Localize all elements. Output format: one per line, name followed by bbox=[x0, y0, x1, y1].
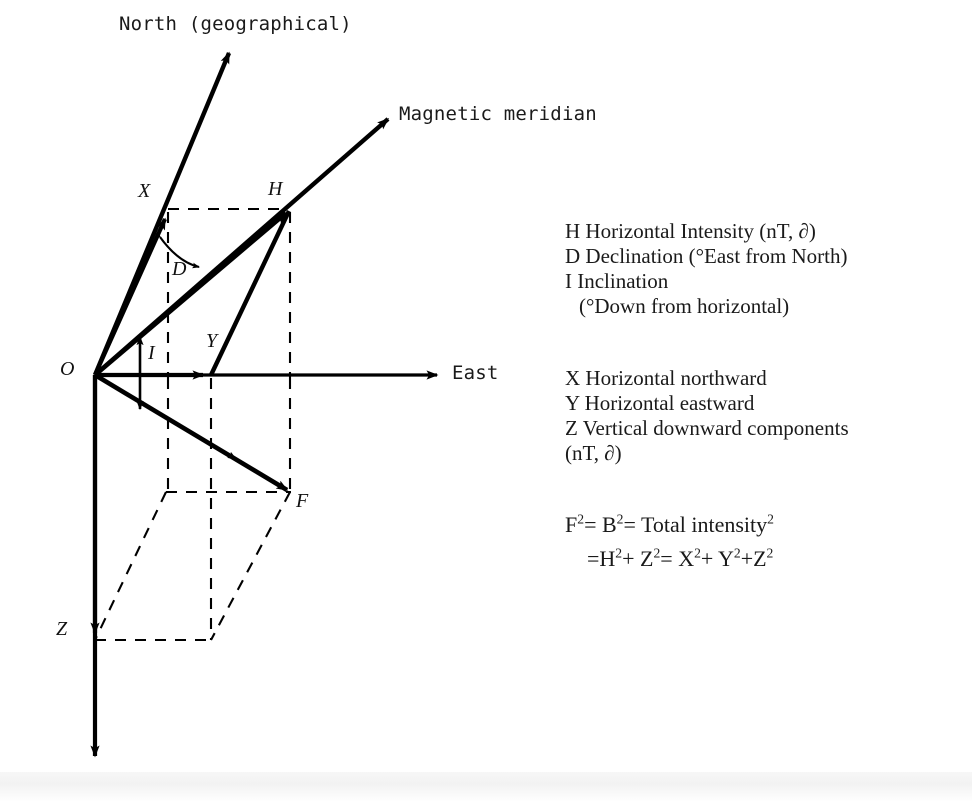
north-axis-label: North (geographical) bbox=[119, 13, 352, 35]
formula-eq-x: = X bbox=[660, 546, 695, 571]
magnetic-meridian-label: Magnetic meridian bbox=[399, 103, 597, 125]
formula-plus-z1: + Z bbox=[622, 546, 654, 571]
formula-eq-total: = Total intensity bbox=[623, 512, 768, 537]
legend-i-line: I Inclination bbox=[565, 269, 669, 293]
legend-h-line: H Horizontal Intensity (nT, ∂) bbox=[565, 219, 816, 243]
x-vector-label: X bbox=[138, 180, 151, 202]
legend-y-line: Y Horizontal eastward bbox=[565, 391, 755, 415]
h-horizontal-intensity-vector bbox=[93, 211, 288, 377]
legend-z-line: Z Vertical downward components bbox=[565, 416, 849, 440]
formula-x-exponent: 2 bbox=[694, 545, 701, 561]
total-intensity-formula: F2= B2= Total intensity2 =H2+ Z2= X2+ Y2… bbox=[565, 508, 774, 576]
declination-angle-arc bbox=[153, 229, 200, 269]
legend-intensity-block: H Horizontal Intensity (nT, ∂) D Declina… bbox=[565, 219, 848, 319]
legend-units-line: (nT, ∂) bbox=[565, 441, 622, 465]
f-total-intensity-vector bbox=[93, 373, 289, 492]
origin-label: O bbox=[60, 358, 75, 380]
formula-z1-exponent: 2 bbox=[653, 545, 661, 561]
h-vector-label: H bbox=[268, 178, 283, 200]
formula-total-exponent: 2 bbox=[767, 511, 774, 527]
formula-f: F bbox=[565, 512, 578, 537]
declination-label: D bbox=[172, 258, 187, 280]
east-axis-label: East bbox=[452, 362, 499, 384]
formula-eq-b: = B bbox=[584, 512, 617, 537]
formula-eq-h: =H bbox=[587, 546, 616, 571]
inclination-label: I bbox=[148, 342, 155, 364]
formula-z2-exponent: 2 bbox=[766, 545, 774, 561]
z-vector-label: Z bbox=[56, 618, 68, 640]
legend-components-block: X Horizontal northward Y Horizontal east… bbox=[565, 366, 849, 466]
formula-b-exponent: 2 bbox=[616, 511, 624, 527]
formula-f-exponent: 2 bbox=[577, 511, 585, 527]
formula-plus-y: + Y bbox=[700, 546, 734, 571]
formula-line-2: =H2+ Z2= X2+ Y2+Z2 bbox=[565, 542, 774, 576]
y-to-h-edge bbox=[209, 210, 291, 376]
legend-x-line: X Horizontal northward bbox=[565, 366, 767, 390]
legend-d-line: D Declination (°East from North) bbox=[565, 244, 848, 268]
formula-line-1: F2= B2= Total intensity2 bbox=[565, 508, 774, 542]
f-vector-label: F bbox=[296, 490, 309, 512]
x-component-vector bbox=[93, 217, 167, 376]
formula-h-exponent: 2 bbox=[615, 545, 623, 561]
formula-y-exponent: 2 bbox=[733, 545, 741, 561]
bottom-edge-band bbox=[0, 772, 972, 802]
y-vector-label: Y bbox=[206, 330, 218, 352]
formula-plus-z2: +Z bbox=[740, 546, 767, 571]
legend-i-sub-line: (°Down from horizontal) bbox=[579, 294, 790, 318]
